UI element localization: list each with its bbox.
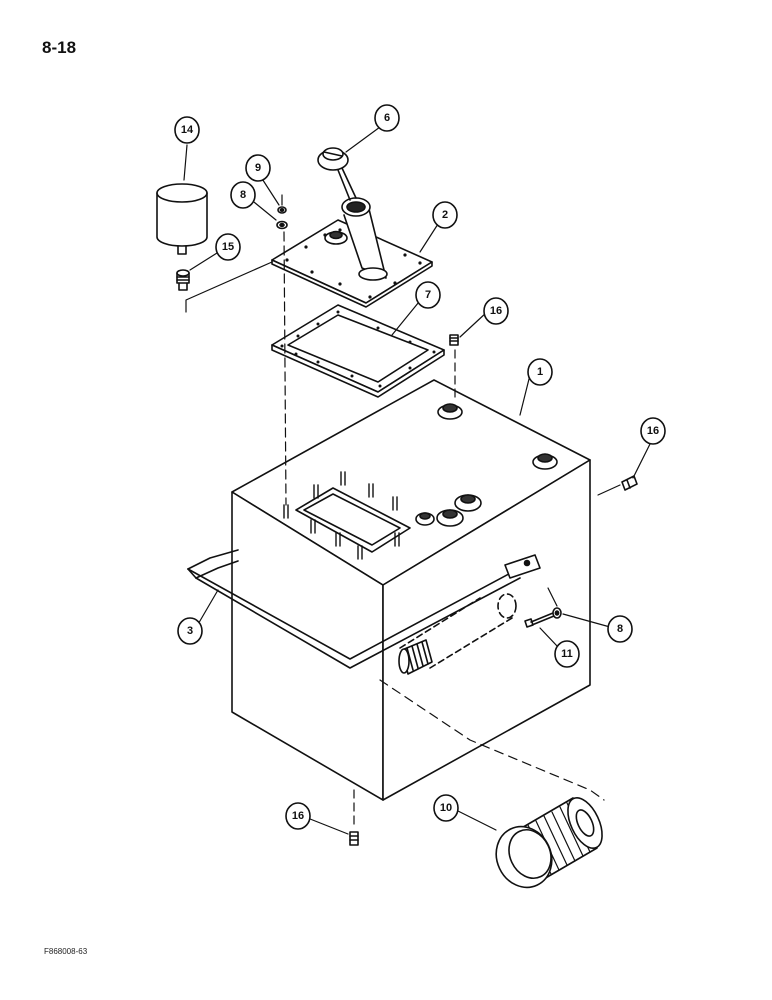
callout-circle xyxy=(607,615,633,643)
plug-side xyxy=(621,475,638,491)
filter-element xyxy=(495,797,603,889)
callout-circle xyxy=(174,116,200,144)
callout-label: 8 xyxy=(617,623,623,635)
callout-circle xyxy=(230,181,256,209)
washer xyxy=(276,220,288,230)
callout-label: 2 xyxy=(442,209,448,221)
callout-label: 16 xyxy=(292,810,304,822)
callout-c11: 11 xyxy=(554,640,580,668)
callout-c14: 14 xyxy=(174,116,200,144)
callout-circle xyxy=(285,802,311,830)
hydraulic-reservoir-tank xyxy=(231,379,591,801)
breather-adapter xyxy=(176,269,190,291)
bolt xyxy=(524,612,555,628)
callout-label: 16 xyxy=(647,425,659,437)
callout-label: 10 xyxy=(440,802,452,814)
callout-c16c: 16 xyxy=(285,802,311,830)
callout-label: 6 xyxy=(384,112,390,124)
plug-bottom xyxy=(349,831,359,846)
strap-washer xyxy=(552,607,562,619)
nut xyxy=(277,206,287,214)
filler-tube-with-dipstick xyxy=(337,167,388,281)
plug-top xyxy=(449,334,459,346)
callout-label: 3 xyxy=(187,625,193,637)
callout-c8b: 8 xyxy=(607,615,633,643)
callout-c3: 3 xyxy=(177,617,203,645)
callout-label: 7 xyxy=(425,289,431,301)
callout-circle xyxy=(432,201,458,229)
callout-label: 8 xyxy=(240,189,246,201)
callout-c1: 1 xyxy=(527,358,553,386)
callout-circle xyxy=(245,154,271,182)
callout-c6: 6 xyxy=(374,104,400,132)
callout-label: 1 xyxy=(537,366,543,378)
callout-label: 14 xyxy=(181,124,194,136)
callout-label: 9 xyxy=(255,162,261,174)
page-number: 8-18 xyxy=(42,38,77,57)
callout-group: 1 2 3 6 7 8 8 9 10 11 14 15 16 16 16 xyxy=(174,104,666,830)
callout-c7: 7 xyxy=(415,281,441,309)
callout-c10: 10 xyxy=(433,794,459,822)
callout-circle xyxy=(554,640,580,668)
callout-c9: 9 xyxy=(245,154,271,182)
callout-circle xyxy=(177,617,203,645)
callout-circle xyxy=(433,794,459,822)
callout-circle xyxy=(374,104,400,132)
callout-label: 16 xyxy=(490,305,502,317)
callout-circle xyxy=(527,358,553,386)
callout-c2: 2 xyxy=(432,201,458,229)
callout-c16b: 16 xyxy=(640,417,666,445)
callout-circle xyxy=(415,281,441,309)
callout-circle xyxy=(215,233,241,261)
filler-cap xyxy=(317,147,349,171)
gasket xyxy=(271,304,445,398)
tank-strap xyxy=(187,549,541,669)
callout-c8a: 8 xyxy=(230,181,256,209)
callout-label: 15 xyxy=(222,241,234,253)
callout-label: 11 xyxy=(561,648,573,660)
filler-mounting-plate xyxy=(271,219,433,308)
callout-circle xyxy=(483,297,509,325)
callout-circle xyxy=(640,417,666,445)
callout-c15: 15 xyxy=(215,233,241,261)
figure-code: F868008-63 xyxy=(44,947,88,956)
breather-filter xyxy=(156,183,208,255)
callout-c16a: 16 xyxy=(483,297,509,325)
